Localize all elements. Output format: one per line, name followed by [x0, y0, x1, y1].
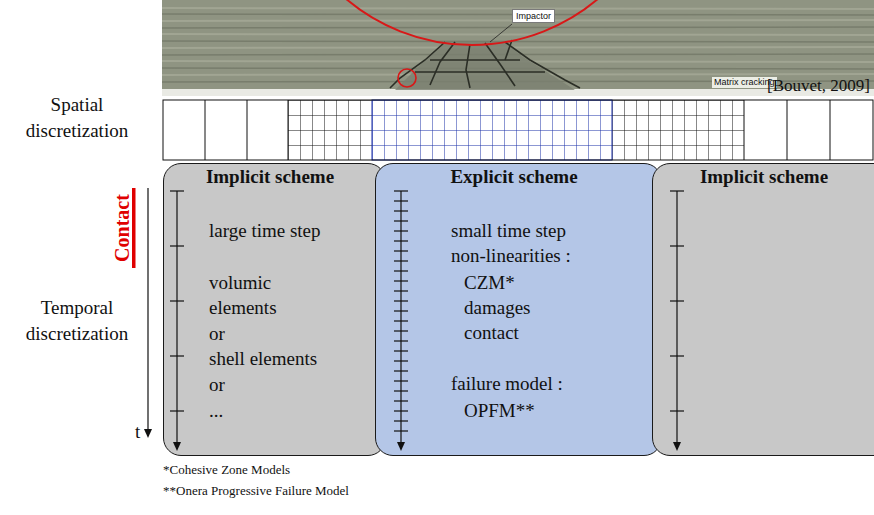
mesh [163, 100, 873, 160]
axis-label: Spatial discretization [2, 92, 152, 144]
laminate-photo [162, 0, 874, 96]
box-heading: Implicit scheme [653, 166, 874, 188]
box-text: failure model : [451, 373, 563, 395]
scheme-box: Explicit scheme small time step non-linear… [375, 163, 662, 456]
box-text: or [209, 323, 225, 345]
timeline [653, 164, 874, 457]
axis-label: Temporal discretization [2, 295, 152, 347]
box-text: small time step [451, 220, 566, 242]
box-text: shell elements [209, 348, 317, 370]
time-arrow [144, 188, 152, 438]
box-text: or [209, 374, 225, 396]
box-heading: Explicit scheme [376, 166, 652, 188]
callout-text: Impactor [516, 11, 551, 21]
scheme-box: Implicit scheme [652, 163, 874, 456]
time-label: t [135, 421, 140, 443]
box-text: CZM* [464, 272, 515, 294]
box-text: elements [209, 297, 277, 319]
callout-box: Impactor [512, 9, 555, 23]
box-text: ... [209, 400, 223, 422]
scheme-box: Implicit scheme large time step volumic ele… [163, 163, 386, 456]
box-text: OPFM** [464, 400, 535, 422]
footnote: **Onera Progressive Failure Model [163, 483, 349, 499]
box-text: contact [464, 322, 519, 344]
box-text: non-linearities : [451, 245, 571, 267]
box-text: damages [464, 297, 530, 319]
box-text: large time step [209, 220, 321, 242]
contact-label: Contact [111, 194, 133, 262]
source-citation: [Bouvet, 2009] [767, 76, 870, 96]
box-text: volumic [209, 272, 271, 294]
box-heading: Implicit scheme [164, 166, 376, 188]
figure-label: Matrix cracking [712, 77, 777, 88]
footnote: *Cohesive Zone Models [163, 462, 290, 478]
